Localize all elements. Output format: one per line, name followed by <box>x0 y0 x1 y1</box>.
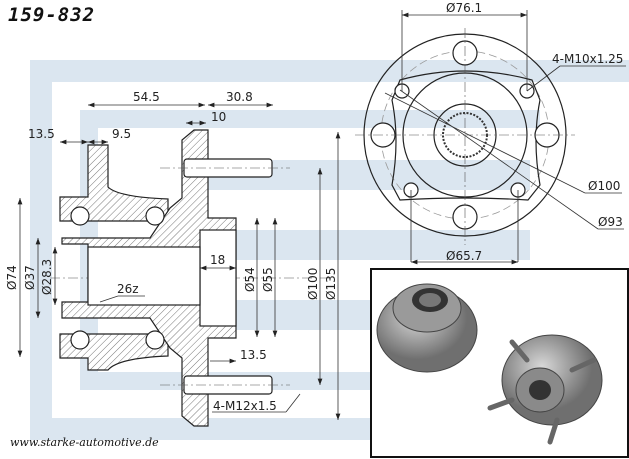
dim-13-5-top: 13.5 <box>28 127 55 141</box>
dim-dia-37: Ø37 <box>23 265 37 290</box>
product-photo <box>370 268 629 458</box>
dim-10: 10 <box>211 110 226 124</box>
hub-side-section <box>50 129 330 427</box>
dim-dia-65-7: Ø65.7 <box>446 249 482 263</box>
dim-dia-135: Ø135 <box>324 268 338 300</box>
part-number: 159-832 <box>8 4 96 26</box>
dim-dia-100: Ø100 <box>306 268 320 300</box>
stud-thread-label: 4-M12x1.5 <box>213 399 277 413</box>
dim-dia-76-1: Ø76.1 <box>446 1 482 15</box>
spline-teeth-label: 26z <box>117 282 139 296</box>
hub-front-view <box>355 28 575 245</box>
front-dimensions: Ø76.1 Ø65.7 4-M10x1.25 Ø100 Ø93 <box>384 1 626 265</box>
website-url: www.starke-automotive.de <box>10 436 159 449</box>
bolt-thread-label: 4-M10x1.25 <box>552 52 623 66</box>
dim-dia-28-3: Ø28.3 <box>40 259 54 295</box>
dim-dia-93: Ø93 <box>598 215 623 229</box>
dim-9-5: 9.5 <box>112 127 131 141</box>
dim-13-5-bottom: 13.5 <box>240 348 267 362</box>
dim-dia-74: Ø74 <box>5 265 19 290</box>
dim-54-5: 54.5 <box>133 90 160 104</box>
side-dimensions: 54.5 30.8 10 13.5 9.5 Ø74 Ø37 Ø28.3 18 Ø… <box>5 90 341 420</box>
dim-dia-54: Ø54 <box>243 267 257 292</box>
dim-18: 18 <box>210 253 225 267</box>
dim-dia-55: Ø55 <box>261 267 275 292</box>
hub-photo-illustration <box>376 283 603 445</box>
dim-30-8: 30.8 <box>226 90 253 104</box>
dim-dia-100-front: Ø100 <box>588 179 620 193</box>
